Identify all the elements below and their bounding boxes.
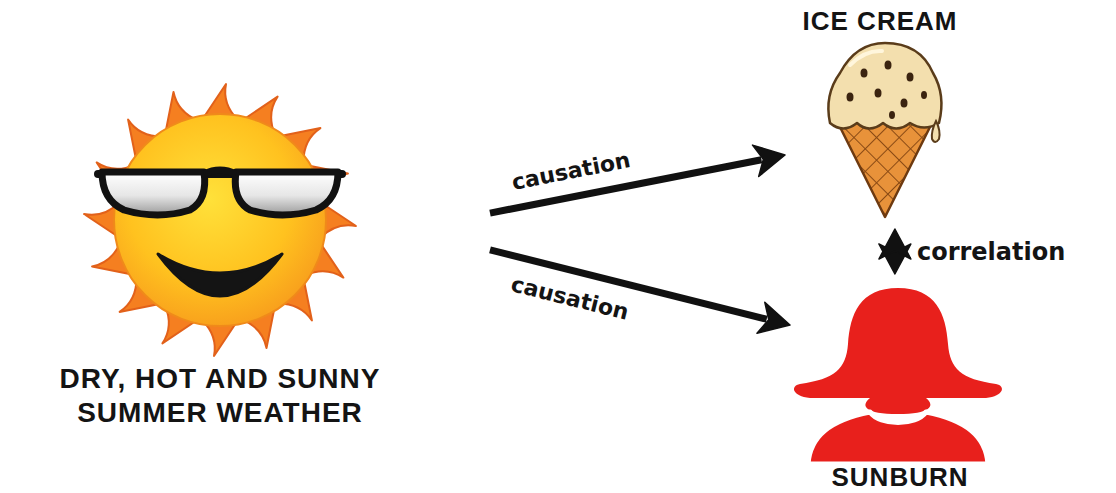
arrow-connector [490,145,785,213]
arrow-head [753,145,786,176]
arrow-connector [490,250,790,333]
node-label: ICE CREAM [790,6,970,36]
weather-node: DRY, HOT AND SUNNY SUMMER WEATHER [0,90,480,430]
sun-rays [84,84,356,356]
edge-label: correlation [917,238,1065,266]
sun-illustration [0,70,440,370]
node-label: DRY, HOT AND SUNNY SUMMER WEATHER [0,362,440,430]
ice-cream-node: ICE CREAM [790,0,970,225]
node-label: SUNBURN [790,462,1010,492]
arrow-connector [879,229,911,274]
person-shoulders [808,412,988,464]
person-head [794,288,1002,414]
arrow-head [757,302,790,333]
ice-cream-illustration [820,35,955,225]
sunglasses [98,170,342,215]
sun-smile [158,254,282,296]
waffle-cone [836,119,934,217]
ice-cream-scoop [828,43,941,142]
sunburn-person [790,284,1010,466]
sun-face [114,114,326,326]
sunburn-node: SUNBURN [790,278,1010,493]
arrow-head [879,229,911,259]
